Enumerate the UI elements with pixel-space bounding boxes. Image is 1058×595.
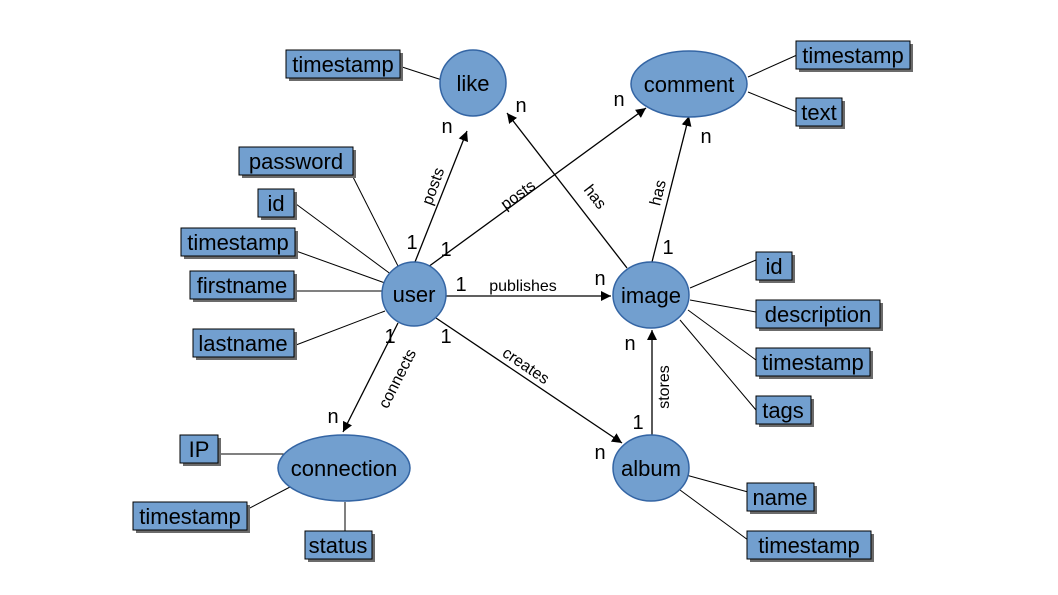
attr-user-id-label: id (267, 191, 284, 216)
user-connection-arrow (342, 322, 399, 433)
user-comment-arrow (427, 107, 647, 268)
entity-album: album (612, 434, 690, 502)
attr-image-description: description (755, 299, 883, 331)
image-comment-arrow (651, 115, 692, 263)
rel-user-comment-label: posts (498, 177, 539, 213)
attr-comment-timestamp: timestamp (795, 40, 913, 72)
rel-user-image-label: publishes (489, 278, 557, 295)
card-user-comment-to: n (613, 89, 624, 111)
card-user-image-from: 1 (455, 274, 466, 296)
attr-image-tags: tags (755, 395, 814, 427)
attr-user-timestamp: timestamp (180, 227, 298, 259)
entity-user-label: user (393, 282, 436, 307)
attr-image-description-label: description (765, 302, 871, 327)
cardinality-labels: 1 n 1 n n 1 n 1 n 1 n 1 n 1 n (327, 89, 711, 464)
attr-comment-timestamp-label: timestamp (802, 43, 903, 68)
attr-connection-ip-label: IP (189, 437, 210, 462)
card-image-comment-from: 1 (662, 237, 673, 259)
attr-connection-timestamp: timestamp (132, 501, 250, 533)
entity-comment-label: comment (644, 72, 734, 97)
card-user-connection-from: 1 (384, 326, 395, 348)
entity-like: like (439, 49, 507, 117)
attr-user-password-label: password (249, 149, 343, 174)
card-user-connection-to: n (327, 406, 338, 428)
attr-connection-timestamp-label: timestamp (139, 504, 240, 529)
attr-user-firstname-label: firstname (197, 273, 287, 298)
user-album-arrow (435, 317, 623, 444)
rel-user-connection-label: connects (376, 347, 420, 412)
card-user-album-to: n (594, 442, 605, 464)
card-image-like-to: n (515, 95, 526, 117)
card-user-like-to: n (441, 116, 452, 138)
attr-user-lastname: lastname (192, 328, 297, 360)
attribute-lines (220, 54, 798, 541)
attr-user-timestamp-label: timestamp (187, 230, 288, 255)
attr-like-timestamp: timestamp (285, 49, 403, 81)
attr-image-tags-label: tags (762, 398, 804, 423)
rel-image-like-label: has (580, 182, 609, 213)
entity-connection-label: connection (291, 456, 397, 481)
rel-user-like-label: posts (419, 166, 448, 208)
card-album-image-from: 1 (632, 412, 643, 434)
relationship-lines (342, 107, 692, 444)
attr-connection-status-label: status (309, 533, 368, 558)
entity-user: user (381, 261, 447, 327)
entity-album-label: album (621, 456, 681, 481)
card-user-comment-from: 1 (440, 239, 451, 261)
entity-comment: comment (630, 50, 748, 118)
attr-user-lastname-label: lastname (198, 331, 287, 356)
attr-comment-text-label: text (801, 100, 836, 125)
attr-connection-status: status (304, 530, 375, 562)
attr-like-timestamp-label: timestamp (292, 52, 393, 77)
attr-album-name-label: name (752, 485, 807, 510)
image-like-arrow (506, 112, 628, 269)
attr-user-firstname: firstname (189, 270, 297, 302)
attr-album-timestamp: timestamp (746, 530, 874, 562)
attr-album-name: name (746, 482, 817, 514)
rel-image-comment-label: has (647, 178, 670, 207)
card-user-like-from: 1 (406, 232, 417, 254)
user-like-arrow (414, 130, 468, 263)
attr-album-timestamp-label: timestamp (758, 533, 859, 558)
card-user-image-to: n (594, 268, 605, 290)
attr-comment-text: text (795, 97, 845, 129)
entity-like-label: like (456, 71, 489, 96)
attr-image-timestamp-label: timestamp (762, 350, 863, 375)
attr-connection-ip: IP (179, 434, 221, 466)
attr-image-timestamp: timestamp (755, 347, 873, 379)
attr-user-id: id (257, 188, 297, 220)
attr-user-password: password (238, 146, 356, 178)
entity-connection: connection (277, 434, 411, 502)
rel-album-image-label: stores (656, 365, 673, 409)
attr-image-id: id (755, 251, 795, 283)
card-user-album-from: 1 (440, 326, 451, 348)
card-image-comment-to: n (700, 126, 711, 148)
entity-image: image (612, 261, 690, 329)
card-album-image-to: n (624, 333, 635, 355)
attr-image-id-label: id (765, 254, 782, 279)
entity-image-label: image (621, 283, 681, 308)
